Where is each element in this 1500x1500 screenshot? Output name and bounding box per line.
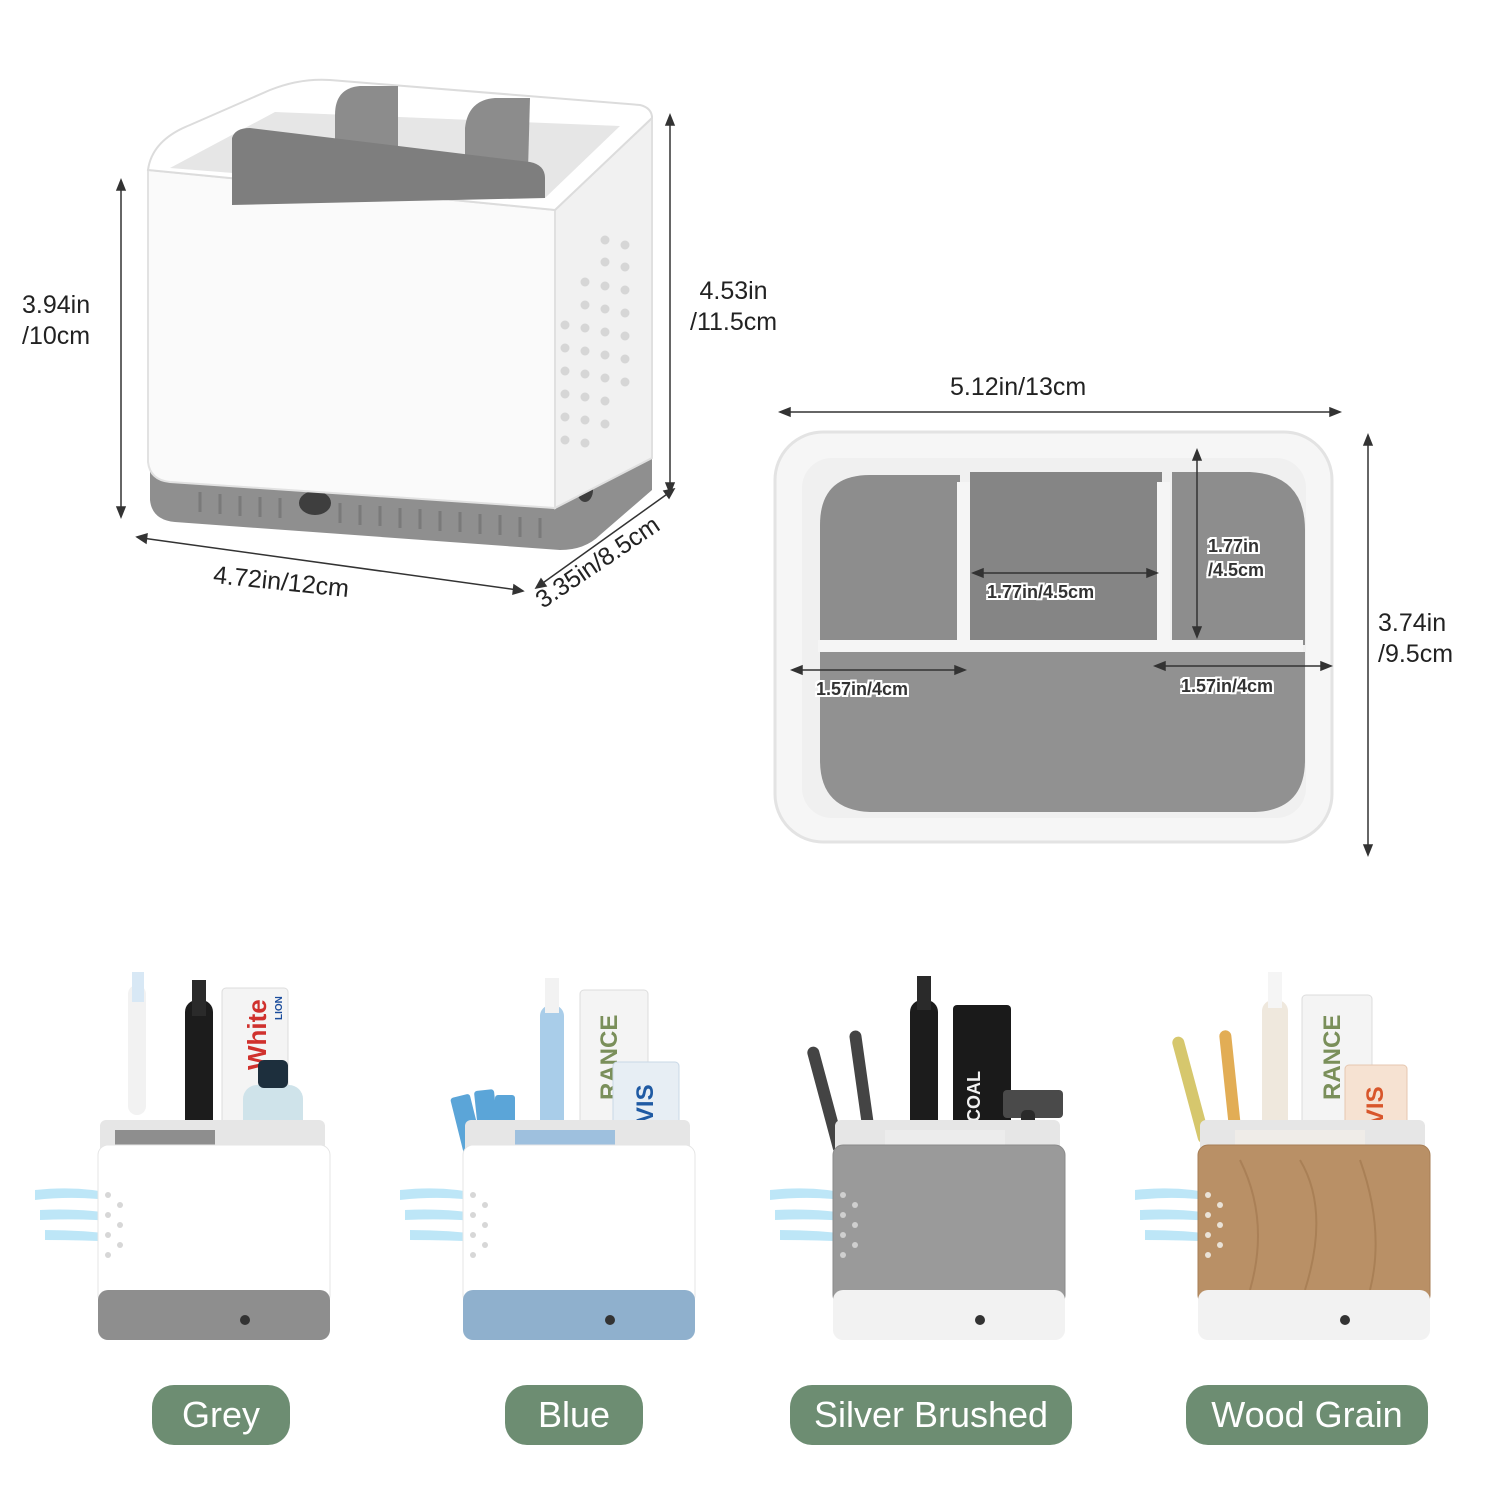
toothpaste-tube-charcoal bbox=[953, 1005, 1011, 1155]
variant-blue-label[interactable]: Blue bbox=[505, 1385, 643, 1445]
ventilation-holes bbox=[1205, 1192, 1223, 1258]
top-depth-line1: 3.74in bbox=[1378, 609, 1447, 637]
right-slot-label: 1.57in/4cm bbox=[1181, 676, 1274, 696]
toothbrush-black bbox=[185, 1000, 213, 1150]
variant-wood-illustration: RANCE RVIS bbox=[1135, 972, 1431, 1340]
toothbrush-head bbox=[132, 972, 144, 1002]
compartment-depth-line2: /4.5cm bbox=[1208, 560, 1265, 580]
toothbrush-black-head bbox=[917, 976, 931, 1010]
divider-inner-right bbox=[1157, 482, 1170, 650]
height-outer-label: 4.53in /11.5cm bbox=[690, 276, 777, 338]
ventilation-holes bbox=[840, 1192, 858, 1258]
variant-wood-label[interactable]: Wood Grain bbox=[1186, 1385, 1428, 1445]
height-inner-label: 3.94in /10cm bbox=[22, 290, 90, 352]
compartment-middle bbox=[970, 472, 1162, 645]
holder-front-face bbox=[147, 168, 556, 510]
tube-rcoal-text: RCOAL bbox=[964, 1071, 984, 1135]
compartment-depth-line1: 1.77in bbox=[1208, 536, 1260, 556]
drain-hole bbox=[605, 1315, 615, 1325]
left-slot-label: 1.57in/4cm bbox=[816, 679, 909, 699]
holder-top-view-illustration bbox=[773, 406, 1374, 858]
toothbrush-yellow bbox=[1172, 1036, 1210, 1144]
variant-silver-illustration: RCOAL bbox=[770, 976, 1066, 1340]
tube-lion-text: LION bbox=[274, 996, 285, 1020]
compartment-front bbox=[820, 652, 1305, 812]
dimension-arrows bbox=[115, 112, 676, 596]
toothbrush-black bbox=[910, 1000, 938, 1150]
ventilation-holes bbox=[560, 235, 630, 448]
height-inner-line2: /10cm bbox=[22, 322, 91, 350]
variant-base bbox=[463, 1290, 695, 1340]
drain-hole bbox=[240, 1315, 250, 1325]
tube-white-text: White bbox=[242, 999, 272, 1070]
toothbrush-white bbox=[128, 985, 146, 1115]
mouthwash-cap bbox=[258, 1060, 288, 1088]
variant-grey-label[interactable]: Grey bbox=[152, 1385, 290, 1445]
toothbrush-black-head bbox=[192, 980, 206, 1016]
variant-base bbox=[833, 1290, 1065, 1340]
divider-right bbox=[465, 98, 530, 170]
compartment-right bbox=[1172, 472, 1305, 645]
top-depth-label: 3.74in /9.5cm bbox=[1378, 608, 1453, 670]
top-view-dimension-arrows bbox=[777, 406, 1374, 858]
compartment-width-label: 1.77in/4.5cm bbox=[987, 582, 1095, 602]
variant-base bbox=[1198, 1290, 1430, 1340]
holder-body bbox=[1197, 1144, 1431, 1306]
divider-inner-front bbox=[818, 640, 1303, 652]
holder-perspective-illustration bbox=[115, 78, 676, 596]
height-outer-line1: 4.53in bbox=[699, 277, 768, 305]
toothbrush-white bbox=[1262, 1000, 1288, 1150]
holder-body bbox=[97, 1144, 331, 1306]
toothbrush-head bbox=[545, 978, 559, 1013]
top-width-label: 5.12in/13cm bbox=[950, 373, 1087, 401]
toothbrush-orange bbox=[1219, 1030, 1243, 1150]
drain-hole bbox=[299, 491, 331, 515]
ventilation-holes bbox=[105, 1192, 123, 1258]
variant-base bbox=[98, 1290, 330, 1340]
top-depth-line2: /9.5cm bbox=[1378, 640, 1454, 668]
wood-grain-pattern bbox=[1239, 1159, 1377, 1291]
ventilation-holes bbox=[470, 1192, 488, 1258]
drain-hole bbox=[975, 1315, 985, 1325]
tube-rance-text: RANCE bbox=[1319, 1015, 1346, 1100]
compartment-left bbox=[820, 475, 960, 645]
toothbrush-head bbox=[1268, 972, 1282, 1008]
razor-head bbox=[1003, 1090, 1063, 1118]
height-outer-line2: /11.5cm bbox=[690, 308, 778, 336]
base-ribs bbox=[198, 492, 542, 538]
toothbrush-blue bbox=[540, 1005, 564, 1145]
variant-silver-label[interactable]: Silver Brushed bbox=[790, 1385, 1072, 1445]
holder-body bbox=[462, 1144, 696, 1306]
toothbrush-dark bbox=[849, 1030, 877, 1150]
divider-front bbox=[232, 128, 545, 205]
compartment-depth-label: 1.77in /4.5cm bbox=[1208, 534, 1264, 582]
drain-hole bbox=[1340, 1315, 1350, 1325]
divider-inner-left bbox=[957, 482, 970, 650]
variant-blue-illustration: RANCE RVIS bbox=[400, 978, 696, 1340]
height-inner-line1: 3.94in bbox=[22, 291, 91, 319]
holder-body bbox=[832, 1144, 1066, 1306]
variant-grey-illustration: White LION bbox=[35, 972, 331, 1340]
